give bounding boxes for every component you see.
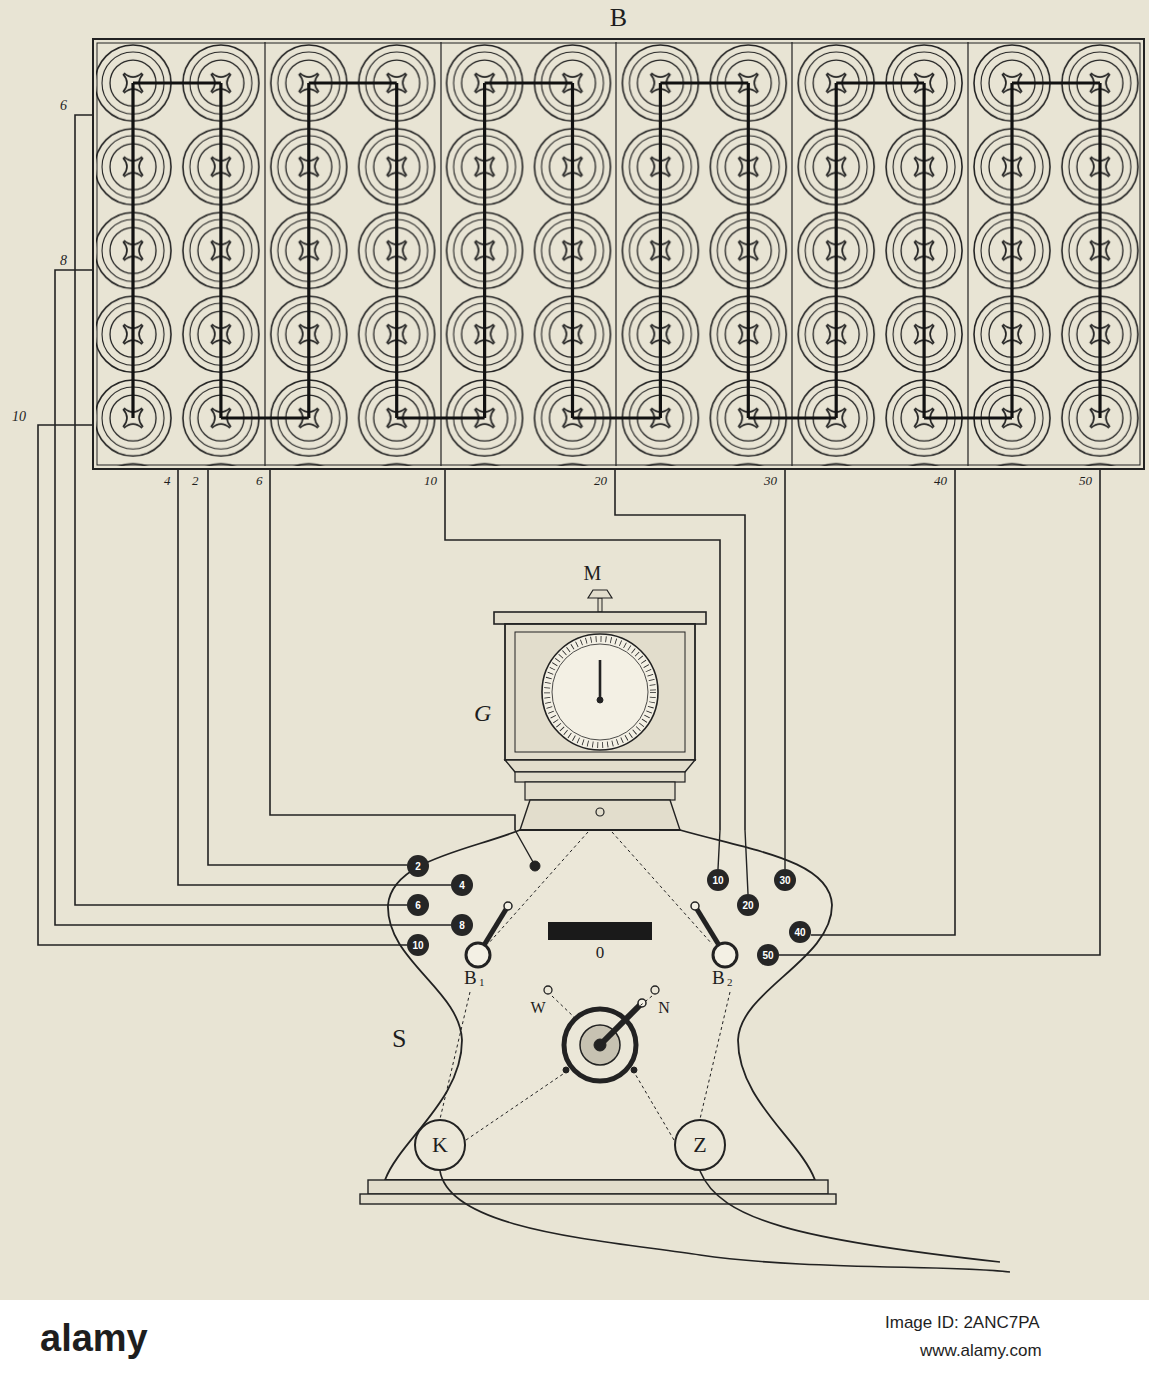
callout-number: 20 bbox=[594, 474, 607, 488]
callout-number: 10 bbox=[424, 474, 437, 488]
wire bbox=[178, 470, 385, 885]
terminal-circle: Z bbox=[674, 1119, 726, 1171]
contact-number: 2 bbox=[415, 861, 421, 872]
terminal-letter: K bbox=[416, 1121, 464, 1169]
callout-number: 50 bbox=[1079, 474, 1092, 488]
lever-index: 2 bbox=[727, 976, 733, 988]
contact-number: 40 bbox=[794, 927, 805, 938]
galvanometer-drawing bbox=[494, 590, 706, 830]
wire bbox=[75, 115, 385, 905]
callout-number: 8 bbox=[60, 253, 67, 268]
callout-number: 40 bbox=[934, 474, 947, 488]
wire bbox=[445, 470, 720, 830]
callout-number: 2 bbox=[192, 474, 199, 488]
lever-letter: B bbox=[464, 968, 477, 989]
battery-cells bbox=[96, 42, 1141, 466]
watermark: Image ID: 2ANC7PA bbox=[885, 1314, 1040, 1333]
wire bbox=[784, 470, 786, 830]
plate-letter: 0 bbox=[596, 944, 605, 963]
callout-number: 30 bbox=[764, 474, 777, 488]
part-letter: G bbox=[474, 700, 491, 726]
switch-letter: N bbox=[658, 999, 670, 1017]
part-letter: B bbox=[94, 4, 1143, 33]
switchboard-drawing bbox=[360, 830, 1010, 1272]
contact-number: 50 bbox=[762, 950, 773, 961]
wire bbox=[38, 425, 385, 945]
terminal-letter: Z bbox=[676, 1121, 724, 1169]
switch-letter: W bbox=[530, 999, 545, 1017]
wire bbox=[270, 470, 515, 830]
footer-strip bbox=[0, 1300, 1149, 1390]
wire bbox=[55, 270, 385, 925]
lever-letter: B bbox=[712, 968, 725, 989]
callout-number: 6 bbox=[60, 98, 67, 113]
callout-number: 4 bbox=[164, 474, 171, 488]
contact-number: 8 bbox=[459, 920, 465, 931]
lever-index: 1 bbox=[479, 976, 485, 988]
part-letter: M bbox=[470, 562, 715, 584]
battery-frame: B bbox=[92, 38, 1145, 470]
galvanometer: MG bbox=[470, 560, 715, 830]
contact-number: 10 bbox=[412, 940, 423, 951]
contact-number: 4 bbox=[459, 880, 465, 891]
contact-number: 6 bbox=[415, 900, 421, 911]
part-letter: S bbox=[392, 1025, 406, 1054]
wire bbox=[835, 470, 955, 935]
callout-number: 10 bbox=[12, 409, 26, 424]
terminal-circle: K bbox=[414, 1119, 466, 1171]
contact-number: 20 bbox=[742, 900, 753, 911]
callout-number: 6 bbox=[256, 474, 263, 488]
watermark: www.alamy.com bbox=[920, 1342, 1042, 1361]
contact-number: 30 bbox=[779, 875, 790, 886]
wire bbox=[615, 470, 745, 830]
wire bbox=[208, 470, 385, 865]
contact-number: 10 bbox=[712, 875, 723, 886]
watermark: alamy bbox=[40, 1318, 148, 1360]
wire bbox=[835, 470, 1100, 955]
switchboard: S K Z bbox=[385, 830, 835, 1215]
